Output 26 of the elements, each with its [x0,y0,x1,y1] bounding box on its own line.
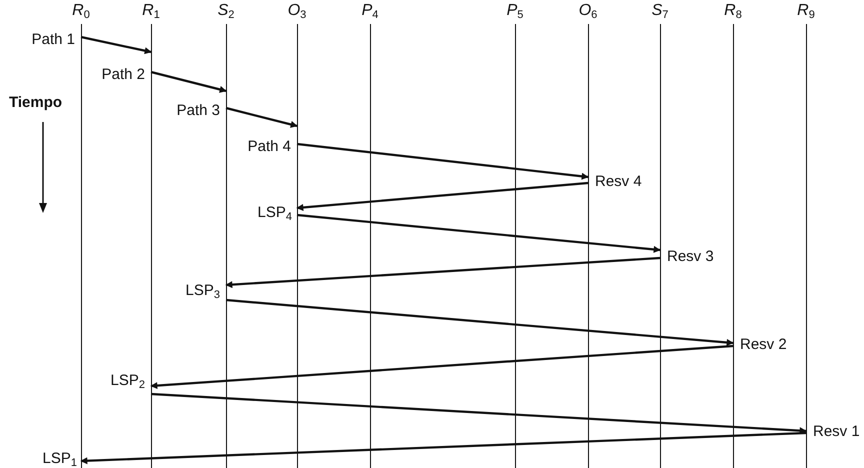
label-text: LSP$_{3}$ [184,282,221,300]
lifeline-label: R$_{1}$ [141,2,161,20]
arrow [80,36,152,54]
arrow [150,344,734,390]
lifeline-label: S$_{2}$ [216,2,236,20]
label-text: LSP$_{1}$ [42,450,78,468]
label-text: LSP$_{4}$ [256,204,293,222]
lifeline-label: O$_{3}$ [286,2,308,20]
lifeline-label: R$_{9}$ [796,2,816,20]
arrow [226,298,734,346]
arrow [150,392,807,434]
lifeline-label: R$_{8}$ [723,2,743,20]
arrow [80,432,806,464]
arrow [296,182,588,211]
arrow [226,106,298,128]
lifeline-label: S$_{7}$ [650,2,670,20]
lifeline-label: O$_{6}$ [578,2,598,20]
lifeline-label: P$_{5}$ [506,2,524,20]
axis-label: Tiempo [8,94,64,112]
arrow [296,142,589,180]
arrow [296,214,661,253]
arrow [225,256,660,288]
lifeline-label: P$_{4}$ [360,2,380,20]
lifeline-label: R$_{0}$ [71,2,91,20]
label-text: LSP$_{2}$ [110,372,146,390]
arrow [150,70,227,93]
